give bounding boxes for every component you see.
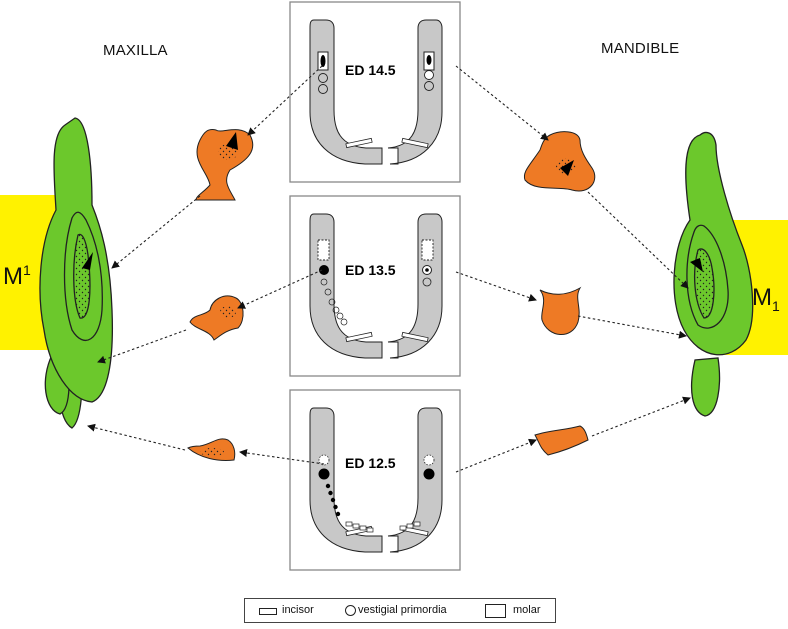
primordium-chain-left-125-3 — [333, 504, 338, 510]
vestigial-left-b-145 — [318, 84, 328, 94]
primordium-chain-left-125-2 — [330, 497, 336, 503]
vestigial-right-a-145 — [424, 70, 434, 80]
incisor-row-left-125-3 — [366, 527, 374, 533]
molar-left-core-145 — [320, 55, 326, 67]
upper-molar-label-index: 1 — [23, 262, 31, 278]
upper-molar-label: M1 — [3, 262, 31, 291]
germ-lower-135 — [539, 286, 582, 335]
legend-vestigial-icon — [345, 605, 356, 616]
legend-molar-icon — [485, 604, 506, 618]
incisor-left-145 — [345, 137, 373, 149]
stage-label-ed-14-5: ED 14.5 — [345, 62, 396, 78]
panel-ed-14-5 — [289, 1, 461, 183]
incisor-row-left-125-0 — [345, 521, 353, 527]
mandible-label: MANDIBLE — [601, 40, 680, 57]
vestigial-right-125 — [423, 454, 435, 466]
vestigial-left-135-4 — [336, 312, 344, 320]
upper-molar-pointer-icon — [82, 252, 93, 270]
legend-vestigial-label: vestigial primordia — [358, 604, 447, 616]
germ-upper-135 — [189, 295, 244, 341]
incisor-row-left-125-1 — [352, 523, 360, 529]
primordium-chain-left-125-4 — [335, 511, 341, 517]
vestigial-right-b-145 — [424, 81, 434, 91]
incisor-left-135 — [345, 331, 373, 343]
stage-label-ed-13-5: ED 13.5 — [345, 262, 396, 278]
germ-lower-125 — [534, 425, 589, 456]
upper-molar-illustration — [39, 117, 113, 429]
vestigial-right-135 — [422, 277, 432, 287]
primordium-right-125 — [423, 468, 435, 480]
germ-pointer-upper-icon — [226, 132, 238, 150]
molar-right-135 — [421, 239, 434, 261]
legend-incisor-icon — [259, 608, 277, 615]
jaw-left-125 — [309, 407, 383, 553]
primordium-left-125 — [318, 468, 330, 480]
stage-panels — [289, 1, 461, 571]
vestigial-left-135-1 — [324, 288, 332, 296]
maxilla-label: MAXILLA — [103, 42, 168, 59]
incisor-row-right-125-2 — [413, 521, 421, 527]
incisor-row-right-125-1 — [406, 523, 414, 529]
primordium-chain-left-125-0 — [325, 483, 331, 489]
panel-ed-12-5 — [289, 389, 461, 571]
arrows — [87, 65, 691, 473]
primordium-right-core-135 — [425, 268, 429, 272]
stage-label-ed-12-5: ED 12.5 — [345, 455, 396, 471]
lower-molar-pointer-icon — [690, 258, 703, 272]
vestigial-left-135-0 — [320, 278, 328, 286]
germs — [187, 129, 596, 461]
legend-incisor-label: incisor — [282, 604, 314, 616]
molar-right-core-145 — [426, 55, 432, 65]
lower-molar-illustration — [673, 131, 754, 417]
incisor-row-right-125-0 — [399, 525, 407, 531]
incisor-row-left-125-2 — [359, 525, 367, 531]
lower-molar-label: M1 — [752, 284, 780, 314]
upper-molar-label-base: M — [3, 263, 23, 290]
vestigial-left-125 — [318, 454, 330, 466]
jaw-arches — [309, 19, 443, 553]
legend: incisor vestigial primordia molar — [244, 598, 556, 623]
jaw-right-125 — [387, 407, 443, 553]
germ-upper-145 — [195, 129, 254, 201]
incisor-right-145 — [401, 137, 429, 149]
legend-molar-label: molar — [513, 604, 541, 616]
vestigial-left-a-145 — [318, 73, 328, 83]
vestigial-left-135-3 — [332, 306, 340, 314]
lower-molar-label-base: M — [752, 284, 772, 311]
primordium-left-135 — [319, 265, 329, 275]
vestigial-left-135-2 — [328, 298, 336, 306]
germ-pointer-lower-icon — [560, 160, 574, 176]
primordium-chain-left-125-1 — [328, 490, 333, 496]
lower-molar-label-index: 1 — [772, 297, 780, 314]
panel-ed-13-5 — [289, 195, 461, 377]
vestigial-left-135-5 — [340, 318, 348, 326]
incisor-right-135 — [401, 331, 429, 343]
molar-left-135 — [317, 239, 330, 261]
